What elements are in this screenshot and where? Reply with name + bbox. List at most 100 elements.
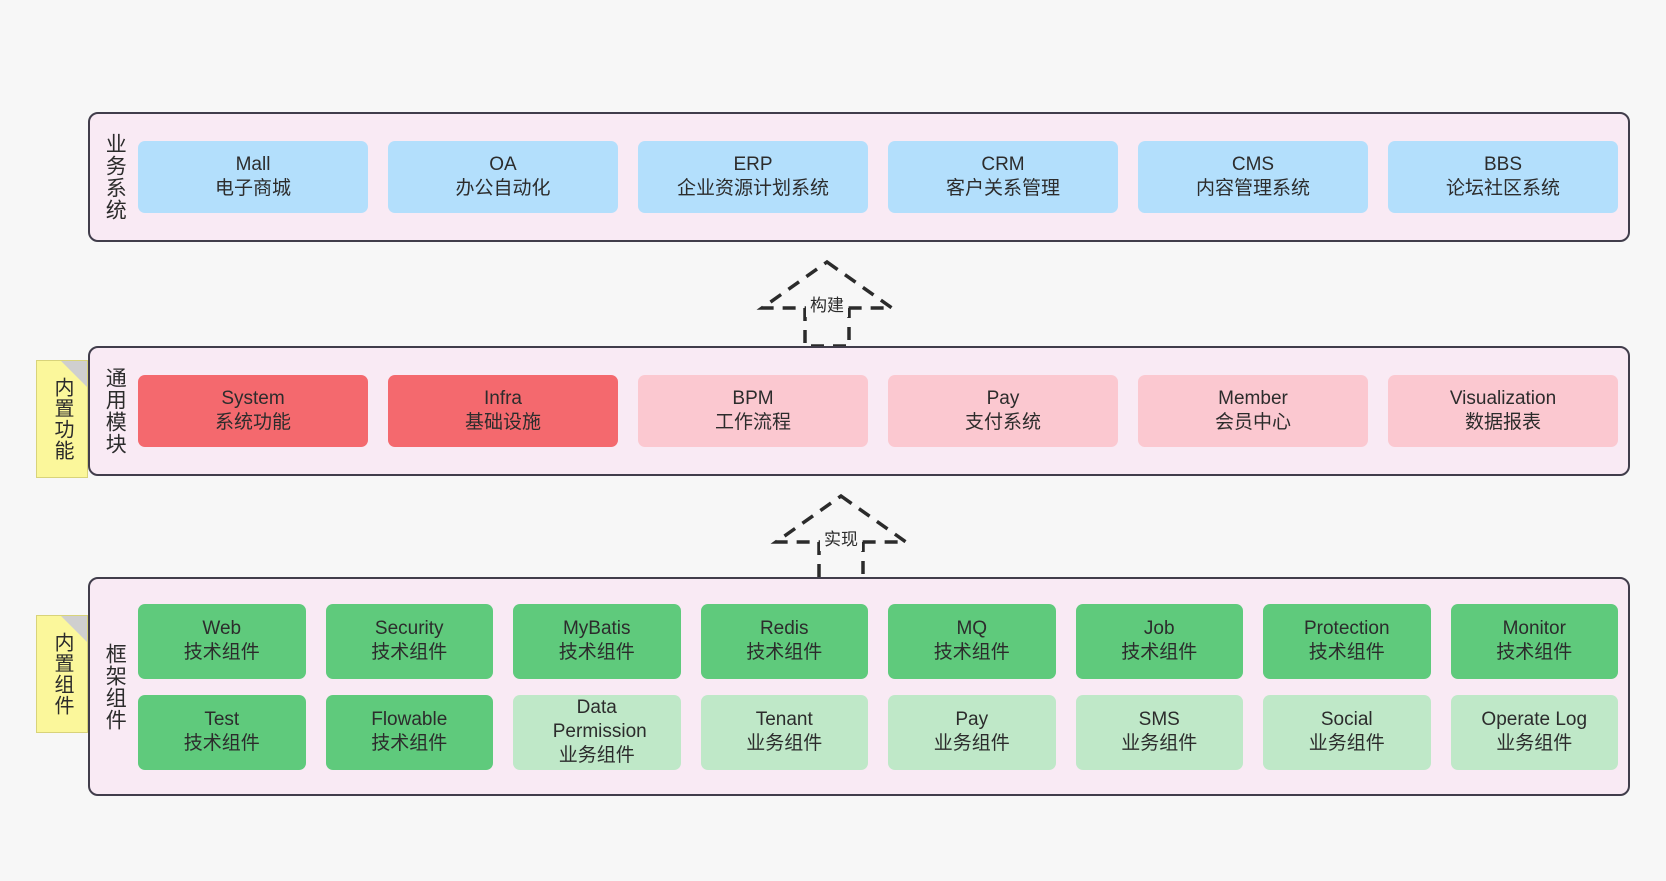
layer-common-modules: 通用模块 System 系统功能 Infra 基础设施 BPM 工作流程 Pay…: [88, 346, 1630, 476]
node-title: Protection: [1303, 617, 1390, 639]
node-system[interactable]: System 系统功能: [138, 375, 368, 447]
node-pay-component[interactable]: Pay 业务组件: [888, 694, 1056, 770]
node-sms[interactable]: SMS 业务组件: [1075, 694, 1243, 770]
node-protection[interactable]: Protection 技术组件: [1263, 603, 1431, 679]
node-subtitle: 技术组件: [371, 733, 448, 754]
node-title: SMS: [1138, 708, 1180, 730]
node-title: OA: [489, 153, 517, 175]
node-title: Member: [1218, 387, 1288, 409]
node-title: Monitor: [1502, 617, 1566, 639]
node-subtitle: 内容管理系统: [1195, 178, 1310, 199]
node-title: ERP: [733, 153, 773, 175]
node-subtitle: 业务组件: [1308, 733, 1385, 754]
connector-build: 构建: [752, 256, 902, 348]
node-row: Mall 电子商城 OA 办公自动化 ERP 企业资源计划系统 CRM 客户关系…: [138, 141, 1618, 213]
node-mq[interactable]: MQ 技术组件: [888, 603, 1056, 679]
node-infra[interactable]: Infra 基础设施: [388, 375, 618, 447]
node-subtitle: 客户关系管理: [945, 178, 1060, 199]
node-subtitle: 业务组件: [558, 745, 635, 767]
node-redis[interactable]: Redis 技术组件: [700, 603, 868, 679]
node-visualization[interactable]: Visualization 数据报表: [1388, 375, 1618, 447]
connector-implement-label: 实现: [820, 524, 862, 551]
node-title: Redis: [759, 617, 809, 639]
layer-title-common-modules: 通用模块: [103, 367, 127, 455]
node-title: System: [221, 387, 285, 409]
node-data-permission[interactable]: Data Permission 业务组件: [513, 694, 681, 770]
node-subtitle: 基础设施: [464, 412, 541, 433]
node-title: MQ: [956, 617, 988, 639]
node-cms[interactable]: CMS 内容管理系统: [1138, 141, 1368, 213]
layer-business-systems: 业务系统 Mall 电子商城 OA 办公自动化 ERP 企业资源计划系统 CRM…: [88, 112, 1630, 242]
node-crm[interactable]: CRM 客户关系管理: [888, 141, 1118, 213]
node-title: Security: [374, 617, 444, 639]
node-title: Pay: [955, 708, 989, 730]
connector-implement: 实现: [766, 490, 916, 582]
node-subtitle: 技术组件: [183, 733, 260, 754]
node-subtitle: 论坛社区系统: [1445, 178, 1560, 199]
node-title: Pay: [986, 387, 1020, 409]
node-web[interactable]: Web 技术组件: [138, 603, 306, 679]
sticky-note-label: 内置功能: [51, 377, 73, 461]
node-subtitle: 业务组件: [746, 733, 823, 754]
node-job[interactable]: Job 技术组件: [1075, 603, 1243, 679]
layer-body-framework-components: Web 技术组件 Security 技术组件 MyBatis 技术组件 Redi…: [138, 579, 1628, 794]
layer-body-business-systems: Mall 电子商城 OA 办公自动化 ERP 企业资源计划系统 CRM 客户关系…: [138, 114, 1628, 240]
node-flowable[interactable]: Flowable 技术组件: [325, 694, 493, 770]
layer-title-framework-components: 框架组件: [103, 642, 127, 731]
node-oa[interactable]: OA 办公自动化: [388, 141, 618, 213]
node-security[interactable]: Security 技术组件: [325, 603, 493, 679]
node-subtitle: 会员中心: [1214, 412, 1291, 433]
layer-framework-components: 框架组件 Web 技术组件 Security 技术组件 MyBatis 技术组件…: [88, 577, 1630, 796]
node-row: Test 技术组件 Flowable 技术组件 Data Permission …: [138, 694, 1618, 770]
node-bpm[interactable]: BPM 工作流程: [638, 375, 868, 447]
sticky-note-builtin-features: 内置功能: [36, 360, 88, 478]
node-title: Job: [1143, 617, 1175, 639]
node-subtitle: 企业资源计划系统: [676, 178, 829, 199]
node-member[interactable]: Member 会员中心: [1138, 375, 1368, 447]
node-subtitle: 工作流程: [714, 412, 791, 433]
node-title: Operate Log: [1481, 708, 1588, 730]
node-title: MyBatis: [562, 617, 631, 639]
node-title: Flowable: [371, 708, 448, 730]
node-title: Web: [202, 617, 242, 639]
node-title: Infra: [483, 387, 523, 409]
node-subtitle: 技术组件: [558, 642, 635, 663]
node-subtitle: 系统功能: [214, 412, 291, 433]
node-mall[interactable]: Mall 电子商城: [138, 141, 368, 213]
node-title: CMS: [1231, 153, 1275, 175]
node-operate-log[interactable]: Operate Log 业务组件: [1450, 694, 1618, 770]
node-subtitle: 技术组件: [933, 642, 1010, 663]
node-title: CRM: [981, 153, 1025, 175]
node-row: System 系统功能 Infra 基础设施 BPM 工作流程 Pay 支付系统…: [138, 375, 1618, 447]
node-title: Tenant: [755, 708, 813, 730]
node-subtitle: 业务组件: [1121, 733, 1198, 754]
node-tenant[interactable]: Tenant 业务组件: [700, 694, 868, 770]
fold-corner-icon: [61, 361, 87, 387]
node-mybatis[interactable]: MyBatis 技术组件: [513, 603, 681, 679]
node-pay[interactable]: Pay 支付系统: [888, 375, 1118, 447]
connector-build-label: 构建: [806, 290, 848, 317]
node-test[interactable]: Test 技术组件: [138, 694, 306, 770]
node-subtitle: 业务组件: [1496, 733, 1573, 754]
node-title: Data Permission: [552, 696, 647, 742]
node-title: Visualization: [1449, 387, 1557, 409]
sticky-note-builtin-components: 内置组件: [36, 615, 88, 733]
node-erp[interactable]: ERP 企业资源计划系统: [638, 141, 868, 213]
node-title: BPM: [732, 387, 774, 409]
node-monitor[interactable]: Monitor 技术组件: [1450, 603, 1618, 679]
node-subtitle: 技术组件: [746, 642, 823, 663]
node-subtitle: 电子商城: [214, 178, 291, 199]
node-subtitle: 技术组件: [183, 642, 260, 663]
node-subtitle: 数据报表: [1464, 412, 1541, 433]
node-title: Test: [204, 708, 240, 730]
node-social[interactable]: Social 业务组件: [1263, 694, 1431, 770]
node-row: Web 技术组件 Security 技术组件 MyBatis 技术组件 Redi…: [138, 603, 1618, 679]
node-subtitle: 办公自动化: [455, 178, 551, 199]
sticky-note-label: 内置组件: [51, 632, 73, 716]
node-title: Mall: [235, 153, 271, 175]
node-bbs[interactable]: BBS 论坛社区系统: [1388, 141, 1618, 213]
layer-body-common-modules: System 系统功能 Infra 基础设施 BPM 工作流程 Pay 支付系统…: [138, 348, 1628, 474]
node-subtitle: 支付系统: [964, 412, 1041, 433]
node-subtitle: 业务组件: [933, 733, 1010, 754]
